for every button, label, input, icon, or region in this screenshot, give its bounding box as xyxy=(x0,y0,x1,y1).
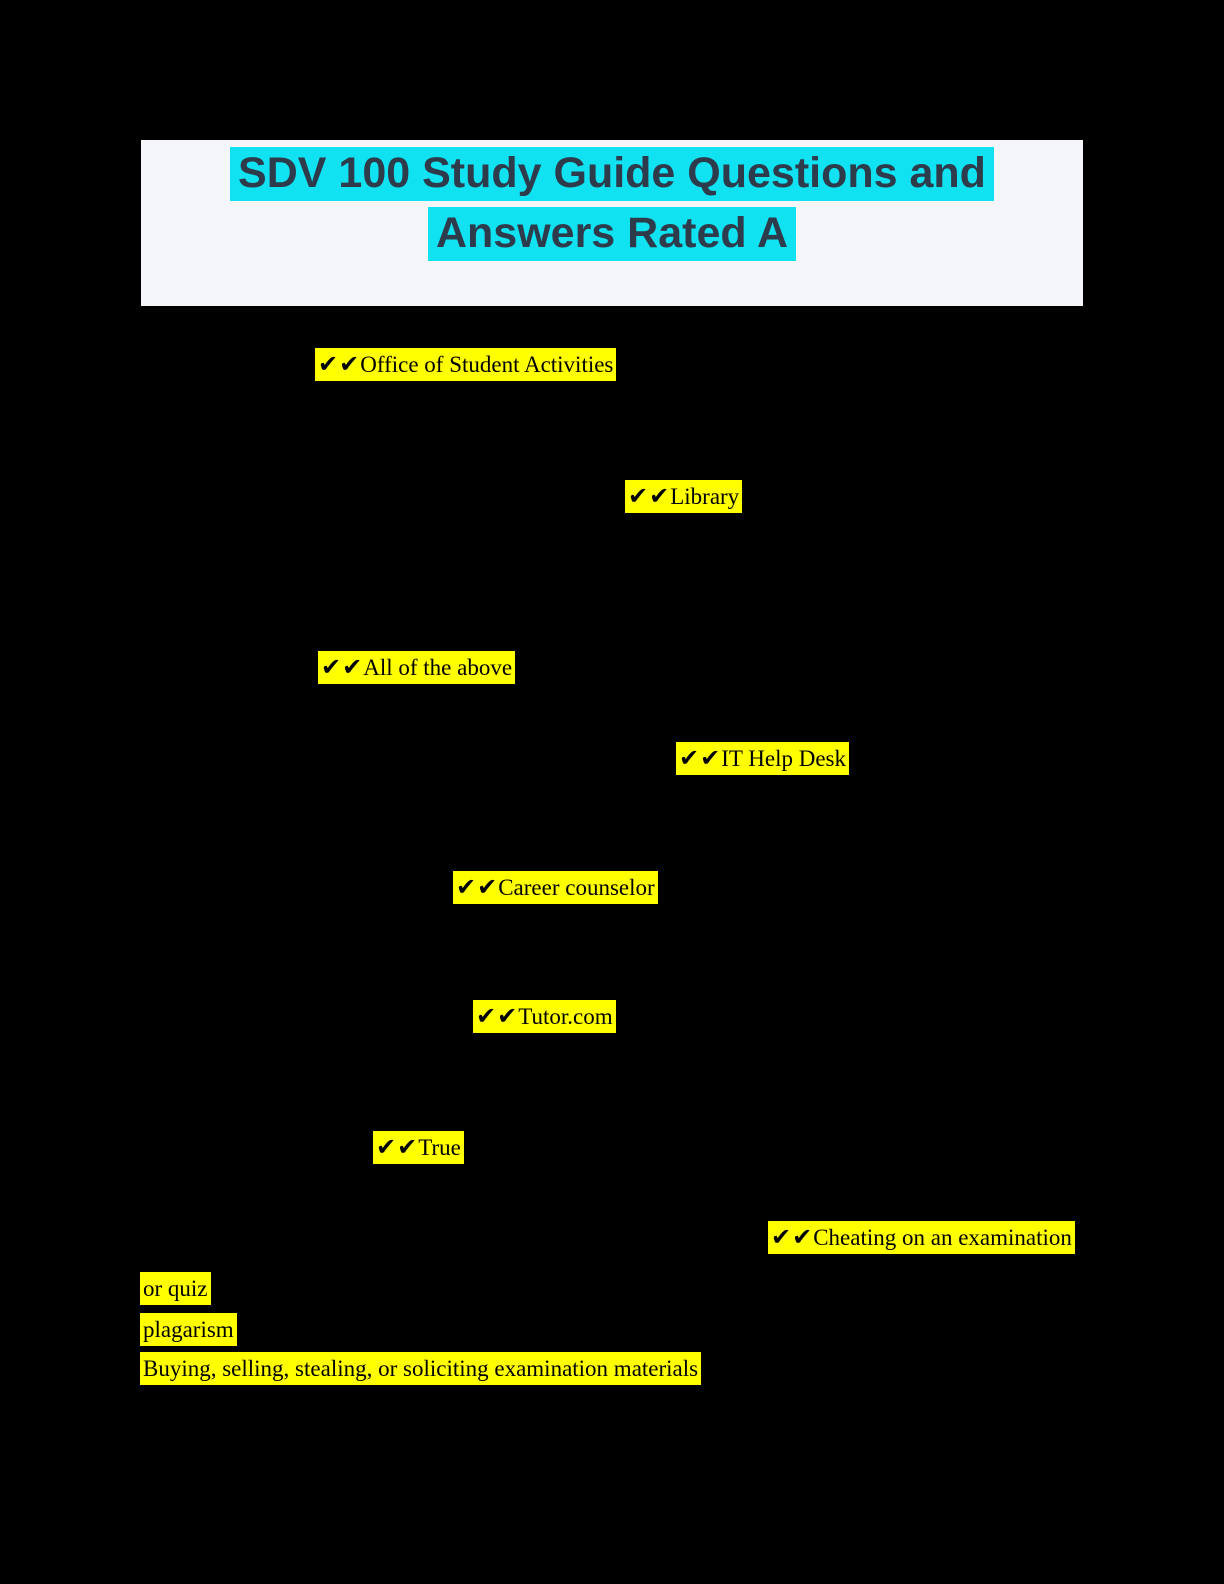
checkmark-icon: ✔✔ xyxy=(376,1133,419,1161)
title-row-1: SDV 100 Study Guide Questions and xyxy=(141,143,1083,203)
highlighted-answer: or quiz xyxy=(140,1272,211,1305)
highlighted-answer: ✔✔Library xyxy=(625,480,743,513)
checkmark-icon: ✔✔ xyxy=(771,1223,814,1251)
answer-text: plagarism xyxy=(143,1317,234,1342)
highlighted-answer: Buying, selling, stealing, or soliciting… xyxy=(140,1352,702,1385)
highlighted-answer: ✔✔Cheating on an examination xyxy=(768,1221,1075,1254)
highlighted-answer: ✔✔True xyxy=(373,1131,464,1164)
highlighted-answer: ✔✔Tutor.com xyxy=(473,1000,616,1033)
answer-text: All of the above xyxy=(363,655,513,680)
answer-text: True xyxy=(418,1135,461,1160)
answer-text: Career counselor xyxy=(498,875,655,900)
document-title-line-1: SDV 100 Study Guide Questions and xyxy=(230,147,994,201)
answer-text: or quiz xyxy=(143,1276,208,1301)
checkmark-icon: ✔✔ xyxy=(318,350,361,378)
highlighted-answer: ✔✔IT Help Desk xyxy=(676,742,849,775)
answer-text: Library xyxy=(670,484,740,509)
highlighted-answer: ✔✔Career counselor xyxy=(453,871,658,904)
checkmark-icon: ✔✔ xyxy=(476,1002,519,1030)
answer-text: IT Help Desk xyxy=(721,746,846,771)
answer-text: Buying, selling, stealing, or soliciting… xyxy=(143,1356,699,1381)
checkmark-icon: ✔✔ xyxy=(321,653,364,681)
highlighted-answer: ✔✔All of the above xyxy=(318,651,516,684)
document-title-line-2: Answers Rated A xyxy=(427,207,797,261)
title-row-2: Answers Rated A xyxy=(141,203,1083,263)
answer-text: Office of Student Activities xyxy=(360,352,614,377)
checkmark-icon: ✔✔ xyxy=(628,482,671,510)
highlighted-answer: plagarism xyxy=(140,1313,237,1346)
highlighted-answer: ✔✔Office of Student Activities xyxy=(315,348,617,381)
checkmark-icon: ✔✔ xyxy=(679,744,722,772)
checkmark-icon: ✔✔ xyxy=(456,873,499,901)
title-card: SDV 100 Study Guide Questions and Answer… xyxy=(141,140,1083,306)
answer-text: Tutor.com xyxy=(518,1004,613,1029)
answer-text: Cheating on an examination xyxy=(813,1225,1072,1250)
